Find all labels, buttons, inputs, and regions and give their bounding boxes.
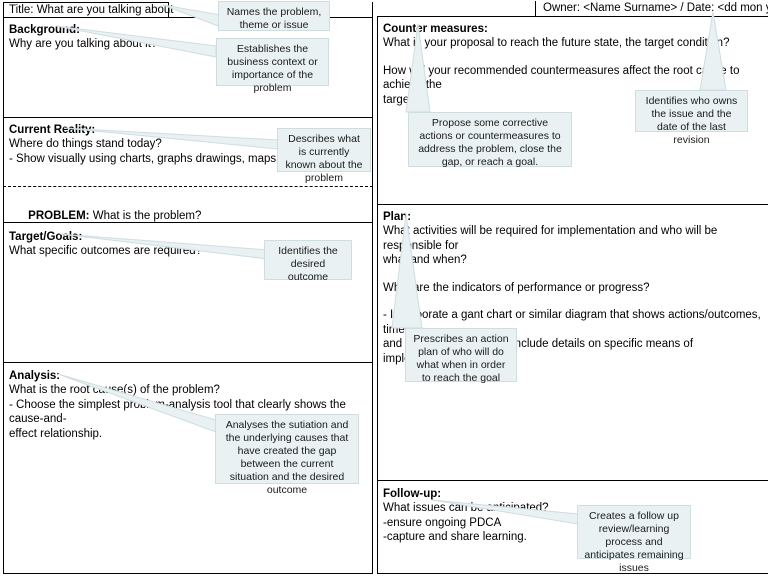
plan-line-1: what and when?: [383, 254, 467, 266]
follow-up-line-1: -ensure ongoing PDCA: [383, 516, 502, 529]
callout-plan: Prescribes an action plan of who will do…: [405, 328, 517, 384]
callout-counter-measures-text: Propose some corrective actions or count…: [418, 117, 562, 168]
follow-up-heading: Follow-up:: [383, 488, 442, 500]
counter-measures-line-0: What is your proposal to reach the futur…: [383, 37, 730, 49]
plan-gap-2: [383, 295, 762, 308]
analysis-heading: Analysis:: [9, 370, 61, 382]
plan-line-3: What are the indicators of performance o…: [383, 281, 650, 294]
divider-background-bottom: [3, 117, 373, 118]
callout-follow-up-text: Creates a follow up review/learning proc…: [584, 510, 684, 574]
follow-up-line-2: -capture and share learning.: [383, 531, 527, 543]
owner-date-text: Owner: <Name Surname> / Date: <dd mon yy…: [543, 2, 768, 14]
callout-counter-measures: Propose some corrective actions or count…: [408, 112, 572, 168]
problem-line: PROBLEM: What is the problem?: [9, 194, 367, 238]
divider-problem-bottom: [3, 222, 373, 223]
plan-gap-1: [383, 268, 762, 281]
problem-text: What is the problem?: [92, 209, 202, 222]
callout-owner: Identifies who owns the issue and the da…: [635, 90, 748, 146]
plan-heading: Plan:: [383, 211, 412, 223]
current-reality-line-1: - Show visually using charts, graphs dra…: [9, 152, 298, 165]
follow-up-line-0: What issues can be anticipated?: [383, 502, 549, 514]
section-problem[interactable]: PROBLEM: What is the problem?: [3, 190, 373, 222]
callout-follow-up: Creates a follow up review/learning proc…: [577, 505, 691, 574]
right-column-frame: [377, 16, 768, 574]
title-text: Title: What are you talking about: [9, 4, 174, 16]
analysis-line-0: What is the root cause(s) of the problem…: [9, 384, 220, 396]
callout-title: Names the problem, theme or issue: [218, 1, 330, 31]
callout-background-text: Establishes the business context or impo…: [227, 43, 318, 94]
problem-heading: PROBLEM:: [28, 209, 90, 222]
plan-line-0: What activities will be required for imp…: [383, 225, 721, 252]
callout-owner-text: Identifies who owns the issue and the da…: [645, 95, 738, 146]
counter-measures-heading: Counter measures:: [383, 23, 488, 35]
callout-analysis: Analyses the sutiation and the underlyin…: [215, 414, 359, 496]
divider-plan-bottom: [377, 480, 768, 481]
callout-target-goals: Identifies the desired outcome: [264, 240, 352, 283]
divider-counter-measures-bottom: [377, 204, 768, 205]
left-column-frame: [3, 2, 373, 574]
callout-analysis-text: Analyses the sutiation and the underlyin…: [225, 419, 349, 496]
callout-plan-text: Prescribes an action plan of who will do…: [413, 333, 509, 384]
callout-background: Establishes the business context or impo…: [216, 38, 329, 94]
owner-date-bar[interactable]: Owner: <Name Surname> / Date: <dd mon yy…: [535, 1, 768, 16]
counter-measures-line-2: How will your recommended countermeasure…: [383, 64, 743, 92]
callout-title-text: Names the problem, theme or issue: [226, 6, 322, 31]
section-follow-up[interactable]: Follow-up: What issues can be anticipate…: [377, 483, 768, 574]
counter-measures-gap: [383, 51, 762, 64]
divider-target-goals-bottom: [3, 362, 373, 363]
title-bar[interactable]: Title: What are you talking about: [3, 2, 174, 18]
plan-line-5: - Incorporate a gant chart or similar di…: [383, 309, 764, 336]
callout-current-reality: Describes what is currently known about …: [277, 128, 371, 184]
callout-current-reality-text: Describes what is currently known about …: [285, 133, 363, 184]
divider-problem-top-dashed: [3, 186, 373, 187]
callout-target-goals-text: Identifies the desired outcome: [278, 245, 338, 283]
